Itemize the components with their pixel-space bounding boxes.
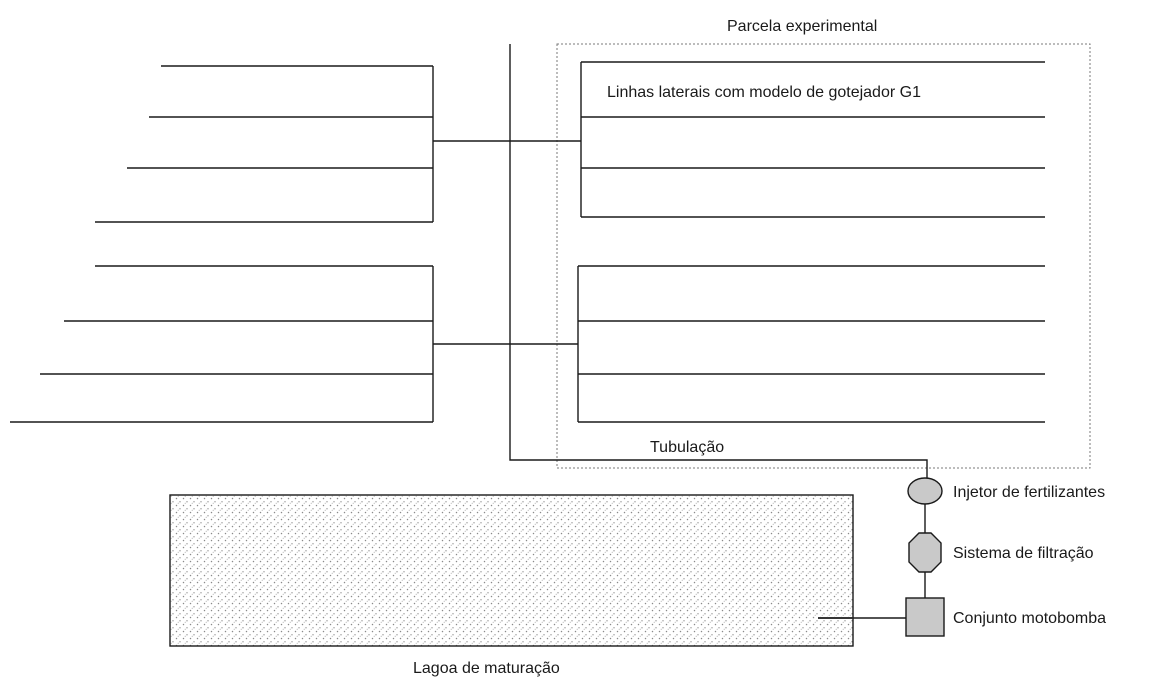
upper-manifold — [432, 62, 582, 222]
lower-right-laterals — [578, 265, 1045, 423]
injector-label: Injetor de fertilizantes — [953, 484, 1105, 501]
fertilizer-injector-icon — [907, 477, 943, 505]
upper-left-laterals — [95, 65, 433, 223]
laterals-label: Linhas laterais com modelo de gotejador … — [607, 84, 921, 101]
upper-right-laterals — [581, 61, 1045, 218]
pipe-label: Tubulação — [650, 439, 724, 456]
main-pipe — [509, 44, 928, 478]
experimental-plot-boundary — [556, 43, 1091, 469]
filter-label: Sistema de filtração — [953, 545, 1094, 562]
pump-set-icon — [905, 597, 945, 637]
lower-left-laterals — [10, 265, 433, 423]
filtration-system-icon — [908, 532, 942, 573]
lower-manifold — [432, 266, 579, 422]
pond-label: Lagoa de maturação — [413, 660, 560, 677]
pump-label: Conjunto motobomba — [953, 610, 1106, 627]
experimental-plot-label: Parcela experimental — [727, 18, 877, 35]
maturation-pond — [169, 494, 854, 647]
